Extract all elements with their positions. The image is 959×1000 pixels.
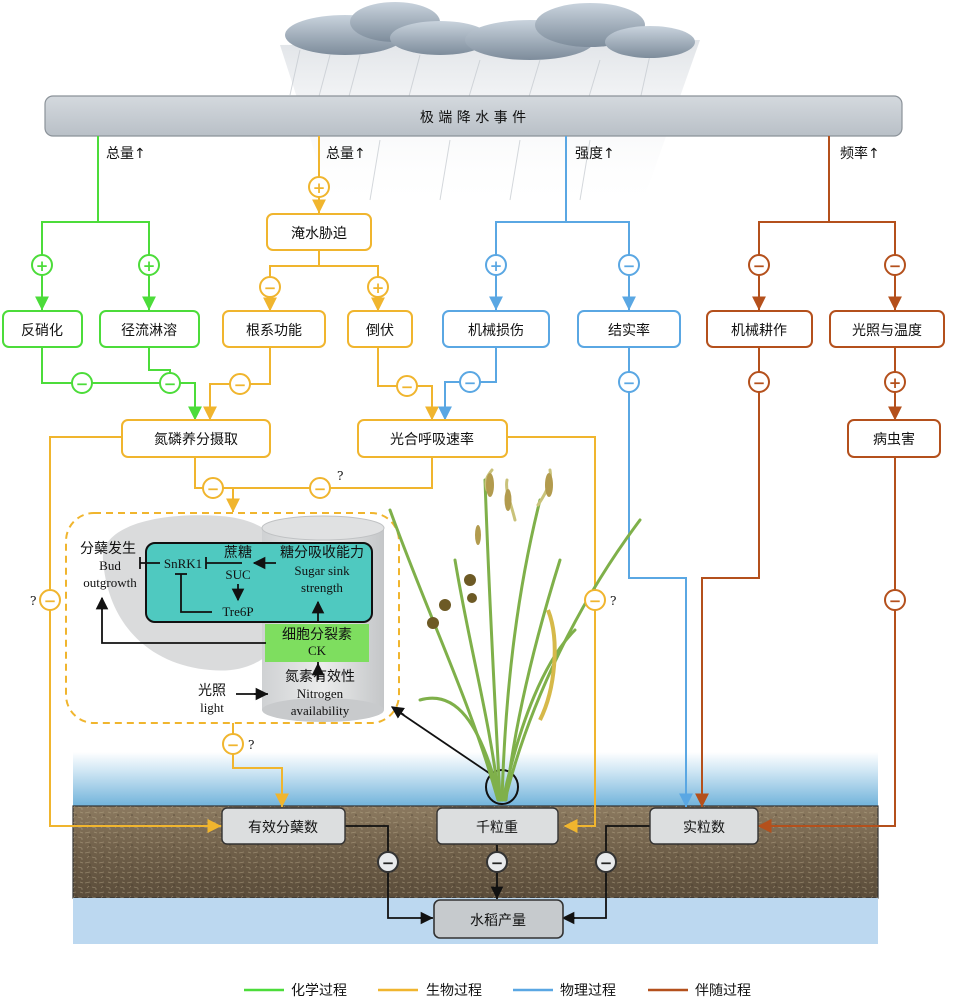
light-en: light xyxy=(200,700,224,715)
extreme-precipitation-bar xyxy=(44,95,903,137)
plus-sign: + xyxy=(36,257,49,275)
event-title: 极 端 降 水 事 件 xyxy=(420,110,526,126)
node-rice-yield: 水稻产量 xyxy=(470,913,526,929)
minus-sign: − xyxy=(227,736,240,754)
question-mark: ? xyxy=(30,594,36,608)
bud-outgrowth-cn: 分蘖发生 xyxy=(80,541,136,557)
sugar-sink-en-2: strength xyxy=(301,580,343,595)
minus-sign: − xyxy=(44,592,57,610)
node-light-temp: 光照与温度 xyxy=(852,323,922,339)
suc-label: SUC xyxy=(225,567,250,582)
legend-chemical: 化学过程 xyxy=(291,983,347,999)
node-effective-tillers: 有效分蘖数 xyxy=(248,820,318,836)
driver-intensity: 强度↑ xyxy=(575,146,615,162)
minus-sign: − xyxy=(164,375,177,393)
sign-markers: + + − − + − + − − − − ? − ? − ? − ? + xyxy=(30,176,906,873)
physical-process-lines xyxy=(438,136,693,808)
minus-sign: − xyxy=(589,592,602,610)
rice-plant-illustration xyxy=(388,468,642,802)
sucrose-cn: 蔗糖 xyxy=(224,545,252,561)
minus-sign: − xyxy=(314,480,327,498)
minus-sign: − xyxy=(753,374,766,392)
cytokinin-cn: 细胞分裂素 xyxy=(282,627,352,643)
minus-sign: − xyxy=(234,376,247,394)
question-mark: ? xyxy=(610,594,616,608)
node-seed-set: 结实率 xyxy=(608,322,650,339)
minus-sign: − xyxy=(207,480,220,498)
minus-sign: − xyxy=(889,257,902,275)
node-np-uptake: 氮磷养分摄取 xyxy=(154,432,238,448)
minus-sign: − xyxy=(382,854,395,872)
node-mech-tillage: 机械耕作 xyxy=(731,322,787,339)
plus-sign: + xyxy=(313,179,326,197)
nitrogen-en-1: Nitrogen xyxy=(297,686,344,701)
node-kgw: 千粒重 xyxy=(476,820,518,836)
minus-sign: − xyxy=(76,375,89,393)
bud-outgrowth-en-2: outgrowth xyxy=(83,575,137,590)
question-mark: ? xyxy=(248,738,254,752)
tre6p-label: Tre6P xyxy=(222,604,253,619)
minus-sign: − xyxy=(264,279,277,297)
legend-physical: 物理过程 xyxy=(560,983,616,999)
tillering-mechanism: 分蘖发生 Bud outgrowth SnRK1 蔗糖 SUC Tre6P 糖分… xyxy=(80,515,385,722)
node-boxes: 淹水胁迫 反硝化 径流淋溶 根系功能 倒伏 机械损伤 结实率 机械耕作 光照与温… xyxy=(2,213,945,939)
plus-sign: + xyxy=(490,257,503,275)
question-mark: ? xyxy=(337,469,343,483)
light-cn: 光照 xyxy=(198,683,226,699)
node-runoff: 径流淋溶 xyxy=(121,323,177,339)
node-root-function: 根系功能 xyxy=(246,323,302,339)
node-photo-resp: 光合呼吸速率 xyxy=(390,431,474,448)
sugar-sink-cn: 糖分吸收能力 xyxy=(280,545,364,561)
minus-sign: − xyxy=(600,854,613,872)
minus-sign: − xyxy=(623,374,636,392)
node-waterlogging: 淹水胁迫 xyxy=(291,226,347,242)
minus-sign: − xyxy=(623,257,636,275)
legend: 化学过程 生物过程 物理过程 伴随过程 xyxy=(244,983,751,999)
minus-sign: − xyxy=(464,374,477,392)
node-pests: 病虫害 xyxy=(873,432,915,448)
legend-accompanying: 伴随过程 xyxy=(695,983,751,999)
cytokinin-box xyxy=(265,624,369,662)
node-lodging: 倒伏 xyxy=(366,323,394,339)
plus-sign: + xyxy=(143,257,156,275)
minus-sign: − xyxy=(401,378,414,396)
driver-total-1: 总量↑ xyxy=(106,146,146,162)
ck-label: CK xyxy=(308,643,327,658)
nitrogen-en-2: availability xyxy=(291,703,350,718)
minus-sign: − xyxy=(889,592,902,610)
plus-sign: + xyxy=(372,279,385,297)
accompanying-process-lines xyxy=(695,136,902,833)
driver-frequency: 频率↑ xyxy=(840,145,880,162)
bud-outgrowth-en-1: Bud xyxy=(99,558,121,573)
nitrogen-cn: 氮素有效性 xyxy=(285,669,355,685)
paddy-water xyxy=(73,752,878,807)
node-denitrification: 反硝化 xyxy=(21,323,63,339)
minus-sign: − xyxy=(753,257,766,275)
sugar-sink-en-1: Sugar sink xyxy=(294,563,350,578)
node-filled-grains: 实粒数 xyxy=(683,820,725,836)
plus-sign: + xyxy=(889,374,902,392)
snrk1-label: SnRK1 xyxy=(164,556,202,571)
minus-sign: − xyxy=(491,854,504,872)
node-mech-damage: 机械损伤 xyxy=(468,323,524,339)
driver-total-2: 总量↑ xyxy=(326,146,366,162)
legend-biological: 生物过程 xyxy=(426,983,482,999)
